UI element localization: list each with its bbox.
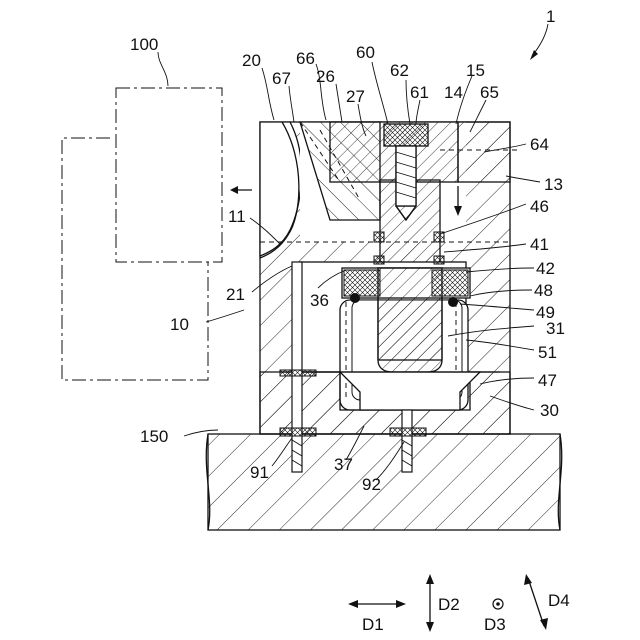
label-51: 51 xyxy=(538,343,557,362)
label-100: 100 xyxy=(130,35,158,54)
label-1: 1 xyxy=(546,7,555,26)
direction-d3: D3 xyxy=(484,599,506,634)
label-d2: D2 xyxy=(438,595,460,614)
label-11: 11 xyxy=(228,207,246,226)
label-31: 31 xyxy=(546,319,565,338)
device-outline-10 xyxy=(62,138,208,380)
label-26: 26 xyxy=(316,67,335,86)
label-30: 30 xyxy=(540,401,559,420)
label-66: 66 xyxy=(296,49,315,68)
label-37: 37 xyxy=(334,455,353,474)
label-13: 13 xyxy=(544,175,563,194)
label-67: 67 xyxy=(272,69,291,88)
label-60: 60 xyxy=(356,43,375,62)
external-device-100 xyxy=(116,88,222,262)
label-64: 64 xyxy=(530,135,549,154)
label-150: 150 xyxy=(140,427,168,446)
label-21: 21 xyxy=(226,285,245,304)
label-41: 41 xyxy=(530,235,549,254)
label-d1: D1 xyxy=(362,615,384,634)
label-10: 10 xyxy=(170,315,189,334)
direction-d4: D4 xyxy=(524,574,570,630)
left-arrow-icon xyxy=(230,186,252,194)
label-42: 42 xyxy=(536,259,555,278)
label-20: 20 xyxy=(242,51,261,70)
base-plate-150 xyxy=(206,434,561,530)
label-92: 92 xyxy=(362,475,381,494)
label-15: 15 xyxy=(466,61,485,80)
direction-d2: D2 xyxy=(426,574,460,632)
label-91: 91 xyxy=(250,463,269,482)
label-14: 14 xyxy=(444,83,463,102)
label-d3: D3 xyxy=(484,615,506,634)
label-36: 36 xyxy=(310,291,329,310)
label-48: 48 xyxy=(534,281,553,300)
label-65: 65 xyxy=(480,83,499,102)
label-27: 27 xyxy=(346,87,365,106)
label-46: 46 xyxy=(530,197,549,216)
label-62: 62 xyxy=(390,61,409,80)
label-47: 47 xyxy=(538,371,557,390)
assembly-arrow-1 xyxy=(530,24,548,60)
label-61: 61 xyxy=(410,83,429,102)
label-d4: D4 xyxy=(548,591,570,610)
direction-d1: D1 xyxy=(348,600,406,634)
